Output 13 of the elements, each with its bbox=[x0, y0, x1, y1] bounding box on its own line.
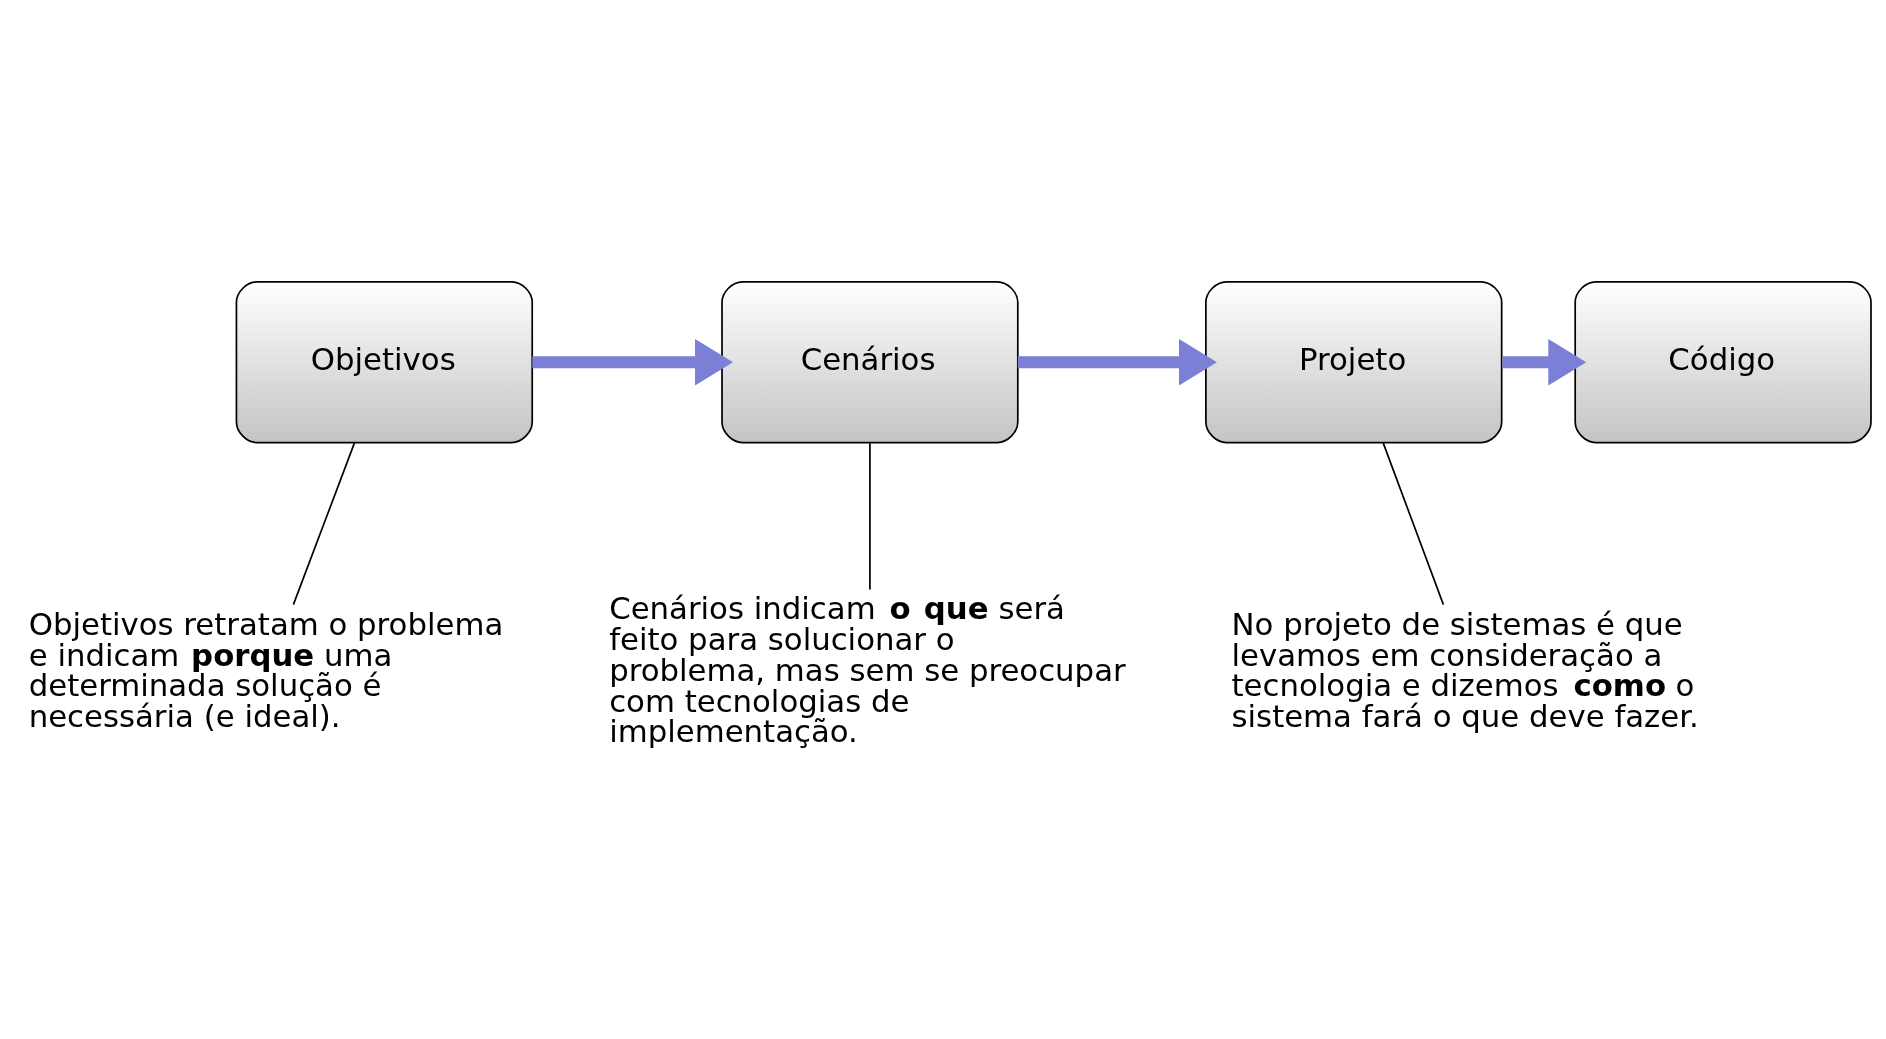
node-box: Projeto bbox=[1205, 281, 1503, 444]
connector bbox=[292, 442, 356, 606]
arrow bbox=[532, 338, 733, 386]
node-text: No projeto de sistemas é que levamos em consideração a tecnologia e dizemos como o sistema fará o que deve fazer. bbox=[1231, 605, 1699, 735]
node-text: Objetivos retratam o problema e indicam porque uma determinada solução é necessária (e ideal). bbox=[28, 605, 504, 735]
node-box: Objetivos bbox=[235, 281, 534, 444]
connector bbox=[869, 442, 871, 591]
node-text: Cenários indicam o que será feito para solucionar o problema, mas sem se preocupar com tecnologias de implementação. bbox=[609, 590, 1126, 750]
connector bbox=[1382, 442, 1445, 606]
arrow bbox=[1502, 338, 1587, 386]
node-box: Cenários bbox=[721, 281, 1019, 444]
arrow bbox=[1017, 338, 1217, 386]
node-box: Código bbox=[1574, 281, 1872, 444]
